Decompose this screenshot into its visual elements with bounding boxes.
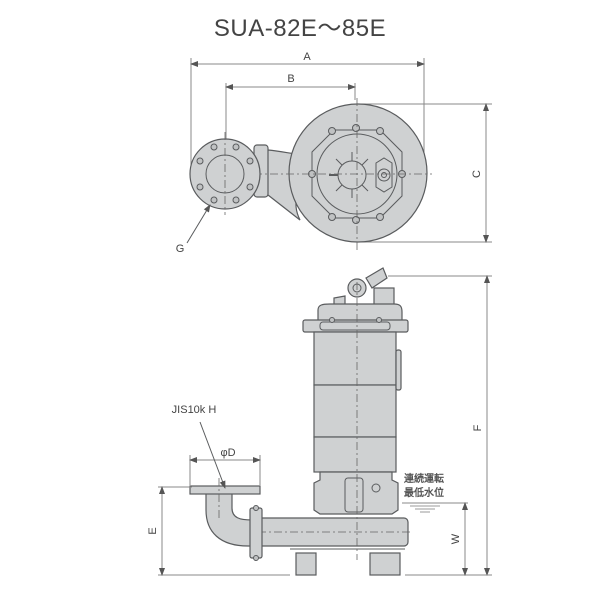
dimension-f: F [388,275,492,576]
dim-label-c: C [471,170,483,178]
dim-label-d: φD [220,447,235,459]
dim-label-e: E [147,527,159,534]
dimension-d: φD [189,447,261,485]
flange-spec-label: JIS10k H [172,404,217,416]
water-level-line2: 最低水位 [404,486,444,499]
dimension-e: E [147,486,290,576]
dimension-b: B [225,73,356,140]
dimension-c: C [355,103,492,243]
top-view: A B C [176,51,492,255]
dim-label-b: B [287,73,294,85]
model-title: SUA-82E～85E [213,15,387,42]
dim-label-f: F [472,424,484,431]
side-view: F [147,267,492,576]
water-level-line1: 連続運転 [404,472,444,485]
dim-label-g: G [176,243,185,255]
dim-label-w: W [450,533,462,544]
dim-label-a: A [303,51,311,63]
dimension-w: W [450,502,468,576]
dimension-a: A [190,51,425,175]
water-level-indicator: 連続運転 最低水位 [402,472,468,513]
